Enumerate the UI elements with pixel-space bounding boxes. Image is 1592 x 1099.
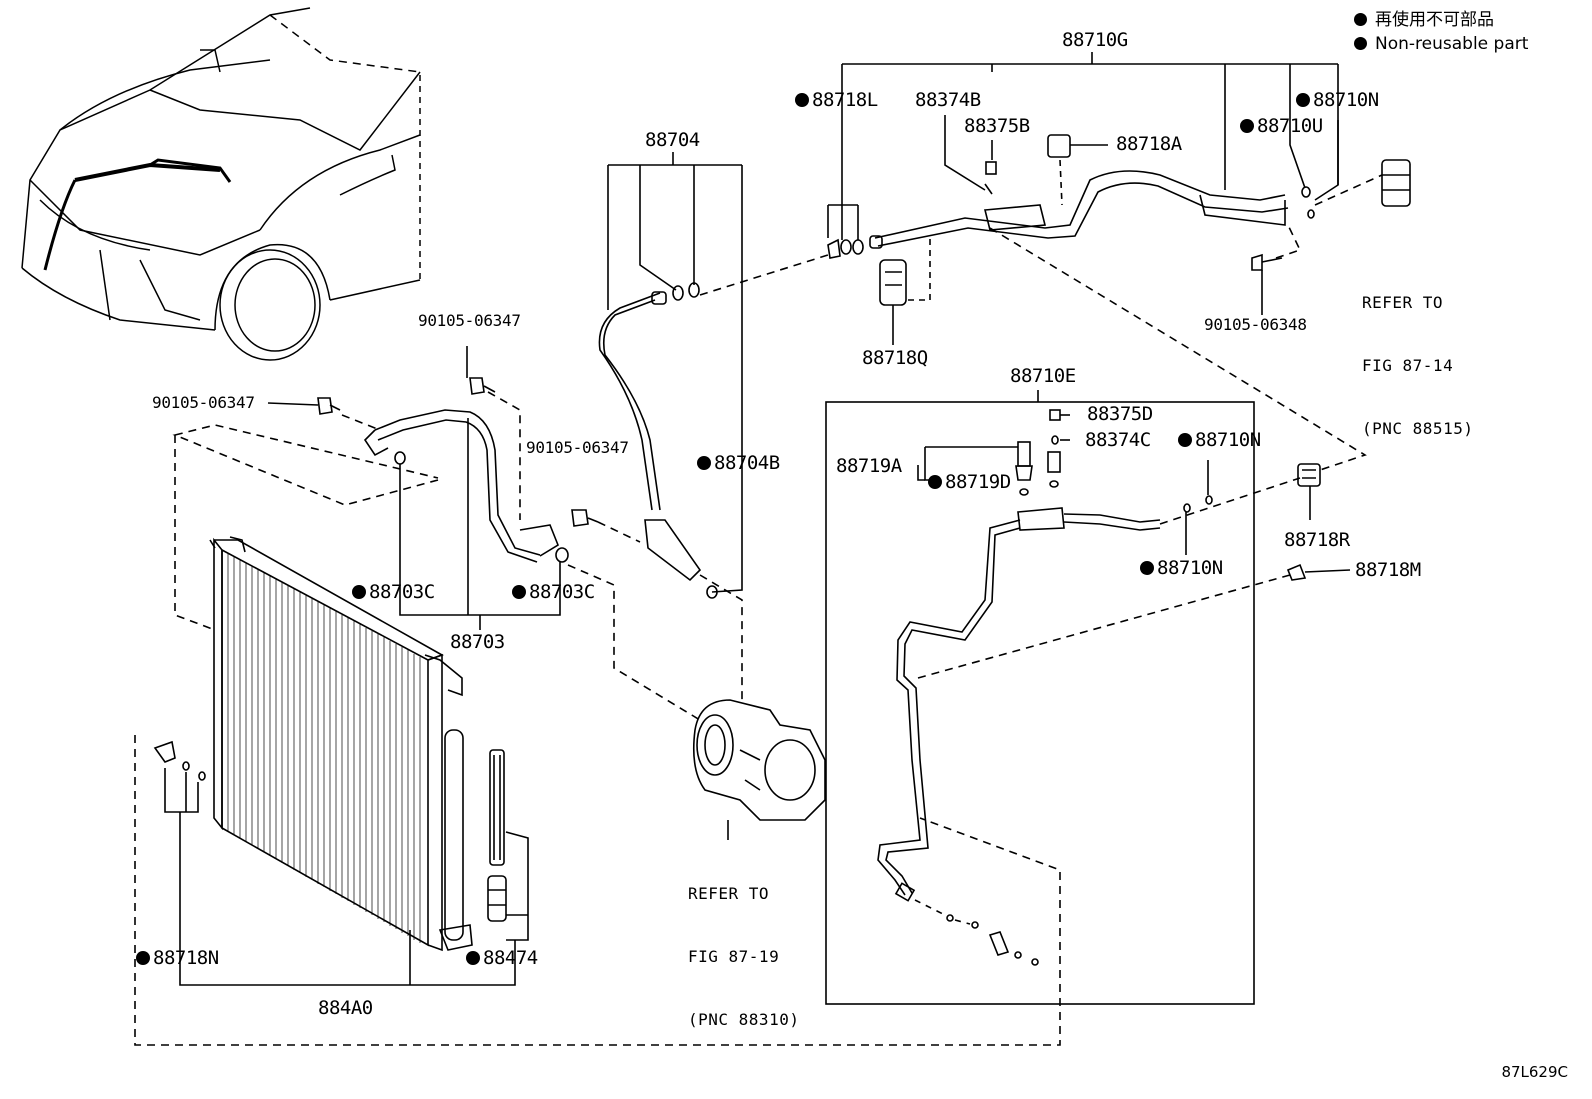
label-88374B: 88374B (915, 89, 981, 111)
refer-line-2: FIG 87-19 (688, 947, 780, 966)
legend: 再使用不可部品 Non-reusable part (1354, 8, 1528, 56)
label-88718N: 88718N (136, 948, 219, 968)
bullet-icon (1354, 37, 1367, 50)
refer-to-fig-87-14[interactable]: REFER TO FIG 87-14 (PNC 88515) (1362, 250, 1473, 460)
label-88375D: 88375D (1087, 403, 1153, 425)
clamps-88718R-88718M (1286, 463, 1351, 581)
refer-line-3: (PNC 88515) (1362, 419, 1474, 438)
non-reusable-icon (697, 456, 711, 470)
refer-to-fig-87-19[interactable]: REFER TO FIG 87-19 (PNC 88310) (688, 841, 799, 1051)
non-reusable-icon (136, 951, 150, 965)
legend-en: Non-reusable part (1354, 32, 1528, 56)
label-88710N-mid: 88710N (1178, 430, 1261, 450)
label-88703C-left-text: 88703C (369, 581, 435, 603)
label-88718Q: 88718Q (862, 347, 928, 369)
label-88719A: 88719A (836, 455, 902, 477)
label-90105-06347-left: 90105-06347 (152, 393, 255, 412)
label-88710N-mid-text: 88710N (1195, 429, 1261, 451)
label-88710U: 88710U (1240, 116, 1323, 136)
non-reusable-icon (928, 475, 942, 489)
compressor (692, 699, 826, 840)
refer-line-1: REFER TO (1362, 293, 1444, 312)
label-88374C: 88374C (1085, 429, 1151, 451)
non-reusable-icon (1178, 433, 1192, 447)
label-88703: 88703 (450, 631, 505, 653)
label-88718A: 88718A (1116, 133, 1182, 155)
refer-line-3: (PNC 88310) (688, 1010, 800, 1029)
non-reusable-icon (466, 951, 480, 965)
non-reusable-icon (352, 585, 366, 599)
label-88719D: 88719D (928, 472, 1011, 492)
non-reusable-icon (795, 93, 809, 107)
bullet-icon (1354, 13, 1367, 26)
label-88719D-text: 88719D (945, 471, 1011, 493)
label-88718M: 88718M (1355, 559, 1421, 581)
label-88704B: 88704B (697, 453, 780, 473)
label-88710N-top: 88710N (1296, 90, 1379, 110)
label-88375B: 88375B (964, 115, 1030, 137)
label-88710N-top-text: 88710N (1313, 89, 1379, 111)
label-88704: 88704 (645, 129, 700, 151)
label-88710N-low-text: 88710N (1157, 557, 1223, 579)
label-90105-06347-top: 90105-06347 (418, 311, 521, 330)
non-reusable-icon (1240, 119, 1254, 133)
non-reusable-icon (1140, 561, 1154, 575)
label-88718N-text: 88718N (153, 947, 219, 969)
label-88718L: 88718L (795, 90, 878, 110)
vehicle-illustration (21, 7, 421, 361)
label-90105-06348: 90105-06348 (1204, 315, 1307, 334)
label-88710U-text: 88710U (1257, 115, 1323, 137)
label-88703C-right: 88703C (512, 582, 595, 602)
non-reusable-icon (512, 585, 526, 599)
label-90105-06347-mid: 90105-06347 (526, 438, 629, 457)
condenser-884A0 (134, 435, 1061, 1046)
suction-pipe-88710G (827, 52, 1411, 345)
label-88703C-left: 88703C (352, 582, 435, 602)
legend-jp-text: 再使用不可部品 (1375, 10, 1494, 30)
liquid-pipe-88710E (825, 227, 1367, 1005)
legend-jp: 再使用不可部品 (1354, 8, 1528, 32)
label-88710E: 88710E (1010, 365, 1076, 387)
label-884A0: 884A0 (318, 997, 373, 1019)
refer-line-1: REFER TO (688, 884, 770, 903)
label-88718L-text: 88718L (812, 89, 878, 111)
label-88710N-low: 88710N (1140, 558, 1223, 578)
non-reusable-icon (1296, 93, 1310, 107)
label-88474: 88474 (466, 948, 538, 968)
figure-id: 87L629C (1501, 1063, 1568, 1081)
legend-en-text: Non-reusable part (1375, 34, 1529, 54)
label-88703C-right-text: 88703C (529, 581, 595, 603)
label-88704B-text: 88704B (714, 452, 780, 474)
label-88718R: 88718R (1284, 529, 1350, 551)
label-88474-text: 88474 (483, 947, 538, 969)
discharge-hose-88704 (598, 152, 829, 700)
label-88710G: 88710G (1062, 29, 1128, 51)
refer-line-2: FIG 87-14 (1362, 356, 1454, 375)
